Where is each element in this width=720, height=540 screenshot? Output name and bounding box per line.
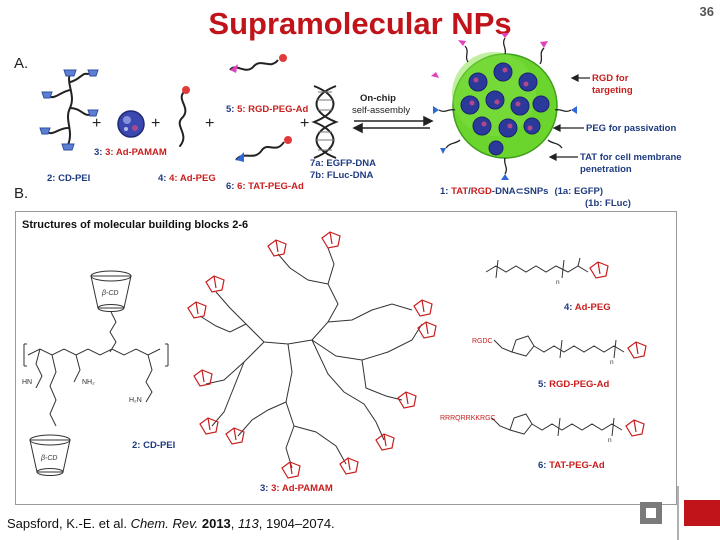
scheme-label-dna-7a: 7a: EGFP-DNA bbox=[310, 158, 376, 169]
scheme-label-ad-peg-num: 4: 4: Ad-PEG bbox=[158, 173, 216, 184]
rgd-sequence-label: RGDC bbox=[472, 338, 493, 345]
product-label-tat: TAT bbox=[451, 186, 468, 197]
citation-authors: Sapsford, K.-E. et al. bbox=[7, 516, 131, 531]
citation: Sapsford, K.-E. et al. Chem. Rev. 2013 , … bbox=[7, 516, 335, 531]
structure-label-rgd-peg: RGD-PEG-Ad bbox=[549, 379, 609, 390]
product-label-1b: (1b: FLuc) bbox=[585, 198, 631, 209]
plus-sign-2: + bbox=[151, 115, 160, 132]
onchip-label-line2: self-assembly bbox=[352, 105, 410, 116]
structure-label-ad-peg: Ad-PEG bbox=[575, 302, 611, 313]
assembly-scheme: 2: CD-PEI + 3: 3: Ad-PAMAM + 4: 4: Ad-PE… bbox=[39, 33, 682, 209]
peg-callout: PEG for passivation bbox=[586, 123, 676, 134]
citation-volume: 113 bbox=[238, 516, 259, 531]
structure-label-ad-peg-num: 4: Ad-PEG bbox=[564, 302, 611, 313]
amine-label-nh2: NH₂ bbox=[82, 379, 95, 386]
rgd-callout-arrow bbox=[570, 74, 590, 82]
plus-sign-3: + bbox=[205, 115, 214, 132]
panel-b-label: B. bbox=[14, 185, 29, 202]
rgd-peg-structure bbox=[493, 335, 625, 359]
tat-callout-line1: TAT for cell membrane bbox=[580, 152, 682, 163]
citation-journal: Chem. Rev. bbox=[130, 516, 199, 531]
amine-label-h2n: H₂N bbox=[129, 397, 142, 404]
structure-label-ad-peg-prefix: 4: bbox=[564, 302, 575, 313]
ad-peg-structure bbox=[485, 257, 589, 279]
structures-box-title: Structures of molecular building blocks … bbox=[22, 219, 248, 231]
plus-sign-4: + bbox=[300, 115, 309, 132]
cd-pei-structure bbox=[23, 270, 169, 476]
dna-helix bbox=[311, 85, 339, 159]
peg-callout-arrow bbox=[552, 124, 584, 132]
supramolecular-nanoparticle bbox=[431, 33, 577, 180]
citation-year: 2013 bbox=[201, 516, 231, 531]
structures-panel: Structures of molecular building blocks … bbox=[15, 211, 677, 505]
product-label: 1: TAT/RGD-DNA⊂SNPs (1a: EGFP) bbox=[440, 186, 603, 197]
scheme-label-dna-7b: 7b: FLuc-DNA bbox=[310, 170, 373, 181]
scheme-label-ad-pamam: 3: Ad-PAMAM bbox=[105, 147, 167, 158]
page-number: 36 bbox=[699, 4, 714, 19]
product-label-slash: / bbox=[468, 186, 471, 197]
product-label-dna: -DNA bbox=[492, 186, 516, 197]
beta-cd-label-top: β-CD bbox=[101, 290, 118, 297]
tat-sequence-label: RRRQRRKKRGC bbox=[440, 415, 496, 422]
tat-callout-line2: penetration bbox=[580, 164, 632, 175]
tat-peg-structure bbox=[491, 413, 623, 437]
onchip-label-line1: On-chip bbox=[360, 93, 396, 104]
product-label-prefix: 1: bbox=[440, 186, 451, 197]
slide-corner-decoration bbox=[640, 486, 720, 540]
panel-a-label: A. bbox=[14, 55, 29, 72]
ad-peg-chain bbox=[178, 91, 187, 147]
scheme-label-rgd-peg-num: 5: 5: RGD-PEG-Ad bbox=[226, 104, 309, 115]
scheme-label-ad-pamam-num: 3: 3: Ad-PAMAM bbox=[94, 147, 167, 158]
adamantane-icon bbox=[627, 341, 647, 359]
equilibrium-arrow bbox=[352, 115, 434, 134]
structure-label-rgd-peg-prefix: 5: bbox=[538, 379, 549, 390]
structure-label-ad-pamam-num: 3: 3: Ad-PAMAM bbox=[260, 483, 333, 494]
tat-callout-arrow bbox=[548, 153, 578, 161]
peg-repeat-n-1: n bbox=[556, 279, 560, 286]
scheme-label-cd-pei: 2: CD-PEI bbox=[47, 173, 90, 184]
structure-label-tat-peg: TAT-PEG-Ad bbox=[549, 460, 605, 471]
beta-cd-label-bottom: β-CD bbox=[40, 455, 57, 462]
product-label-1a: (1a: EGFP) bbox=[554, 186, 603, 197]
rgd-callout-line1: RGD for bbox=[592, 73, 629, 84]
scheme-label-ad-peg: 4: Ad-PEG bbox=[169, 173, 216, 184]
adamantane-icon bbox=[589, 261, 609, 279]
adamantane-groups bbox=[187, 231, 437, 479]
rgd-callout-line2: targeting bbox=[592, 85, 633, 96]
tat-peg-chain bbox=[235, 136, 292, 162]
structure-label-ad-pamam: 3: Ad-PAMAM bbox=[271, 483, 333, 494]
structure-label-tat-peg-prefix: 6: bbox=[538, 460, 549, 471]
adamantane-icon bbox=[182, 86, 190, 94]
slide-title: Supramolecular NPs bbox=[208, 6, 512, 41]
ad-pamam-dendrimer bbox=[117, 110, 145, 138]
citation-pages: , 1904–2074. bbox=[258, 516, 335, 531]
scheme-label-tat-peg-num: 6: 6: TAT-PEG-Ad bbox=[226, 181, 304, 192]
structure-label-rgd-peg-num: 5: RGD-PEG-Ad bbox=[538, 379, 609, 390]
plus-sign-1: + bbox=[92, 115, 101, 132]
adamantane-icon bbox=[625, 419, 645, 437]
structure-label-tat-peg-num: 6: TAT-PEG-Ad bbox=[538, 460, 605, 471]
structure-label-cd-pei: 2: CD-PEI bbox=[132, 440, 175, 451]
peg-repeat-n-3: n bbox=[608, 437, 612, 444]
scheme-label-tat-peg: 6: TAT-PEG-Ad bbox=[237, 181, 304, 192]
cyclodextrin-icons bbox=[39, 69, 99, 151]
structures-drawing: Structures of molecular building blocks … bbox=[22, 219, 647, 494]
product-label-csnps: ⊂SNPs bbox=[516, 186, 549, 197]
peg-repeat-n-2: n bbox=[610, 359, 614, 366]
product-label-rgd: RGD bbox=[471, 186, 492, 197]
cd-pei-polymer bbox=[45, 71, 93, 146]
scheme-label-rgd-peg: 5: RGD-PEG-Ad bbox=[237, 104, 308, 115]
rgd-peg-chain bbox=[229, 54, 287, 73]
ad-pamam-structure bbox=[199, 247, 423, 469]
amine-label-hn: HN bbox=[22, 379, 32, 386]
